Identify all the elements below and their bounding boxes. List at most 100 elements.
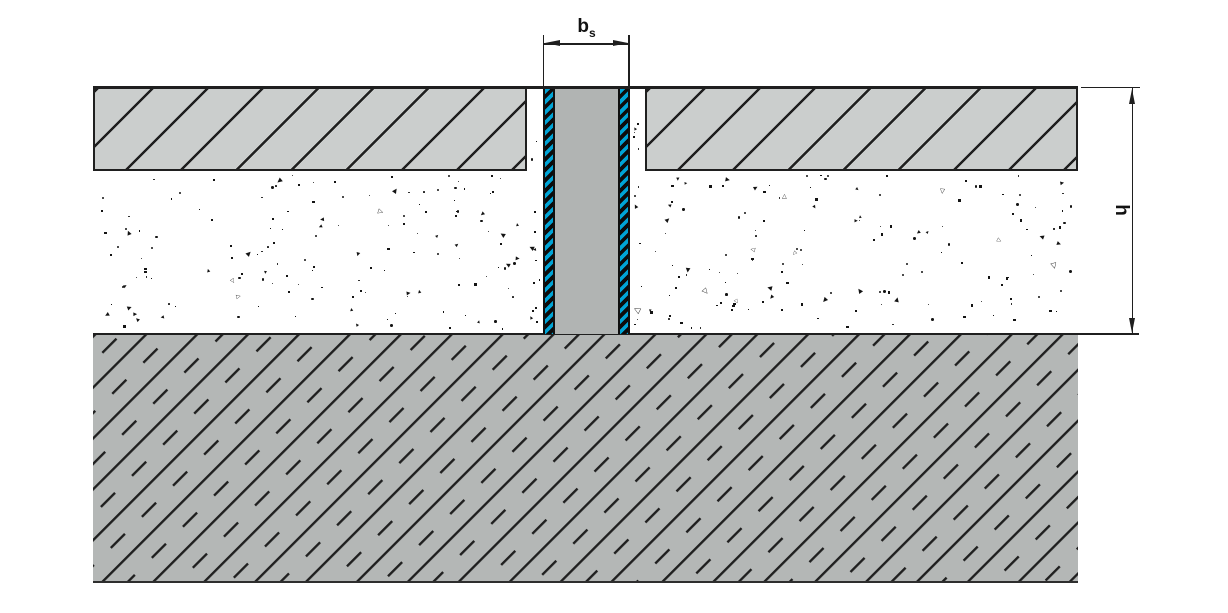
stipple-triangle: ▲	[389, 184, 402, 197]
stipple-dot	[423, 191, 425, 193]
stipple-dot	[261, 197, 263, 199]
stipple-triangle: ▲	[120, 282, 129, 291]
stipple-dot	[1037, 295, 1040, 299]
stipple-dot	[731, 308, 734, 311]
stipple-dot	[719, 272, 721, 274]
stipple-dot	[685, 274, 688, 276]
stipple-triangle: ▲	[891, 294, 902, 305]
stipple-triangle: △	[375, 208, 385, 216]
stipple-dot	[199, 208, 201, 210]
stipple-dot	[312, 266, 316, 269]
stipple-dot	[390, 175, 393, 178]
h-dimension-label: h	[1111, 204, 1132, 216]
stipple-triangle: ▲	[661, 213, 674, 226]
stipple-dot	[786, 281, 789, 285]
stipple-dot	[801, 264, 803, 266]
stipple-dot	[829, 291, 832, 294]
stipple-dot	[449, 327, 451, 329]
stipple-dot	[258, 306, 260, 308]
stipple-dot	[655, 250, 657, 252]
stipple-dot	[671, 200, 674, 203]
stipple-dot	[424, 211, 427, 214]
stipple-dot	[887, 290, 891, 294]
stipple-dot	[237, 315, 240, 319]
stipple-triangle: ▲	[852, 185, 861, 193]
bs-dimension-line	[544, 43, 629, 45]
stipple-triangle: ▲	[159, 313, 167, 321]
stipple-triangle: ▲	[722, 175, 733, 185]
stipple-dot	[494, 320, 497, 323]
stipple-dot	[531, 310, 534, 312]
stipple-dot	[128, 215, 130, 217]
stipple-dot	[370, 266, 373, 270]
stipple-dot	[720, 302, 723, 305]
stipple-dot	[174, 305, 177, 308]
stipple-dot	[155, 235, 158, 239]
stipple-dot	[880, 233, 884, 236]
stipple-dot	[639, 242, 641, 245]
stipple-dot	[677, 276, 680, 279]
stipple-dot	[455, 214, 457, 217]
bs-label-subscript: s	[588, 25, 596, 40]
stipple-dot	[931, 318, 935, 322]
stipple-dot	[456, 210, 458, 212]
stipple-dot	[238, 276, 241, 280]
stipple-triangle: ▲	[763, 283, 775, 294]
stipple-dot	[536, 321, 539, 324]
stipple-dot	[755, 235, 757, 237]
stipple-dot	[940, 252, 942, 253]
stipple-triangle: ▲	[416, 288, 423, 296]
stipple-triangle: ▲	[496, 228, 509, 241]
stipple-dot	[960, 262, 963, 265]
stipple-dot	[882, 290, 886, 293]
stipple-dot	[448, 175, 451, 177]
stipple-dot	[1012, 213, 1014, 215]
stipple-dot	[1026, 228, 1028, 231]
stipple-dot	[500, 178, 502, 180]
stipple-dot	[261, 278, 265, 281]
stipple-dot	[389, 323, 393, 327]
stipple-dot	[633, 195, 636, 198]
stipple-dot	[814, 197, 818, 201]
stipple-dot	[480, 219, 483, 222]
stipple-dot	[879, 226, 881, 228]
stipple-dot	[636, 318, 638, 320]
stipple-dot	[256, 253, 259, 256]
stipple-dot	[364, 292, 366, 294]
stipple-dot	[533, 282, 536, 285]
stipple-dot	[906, 262, 908, 265]
stipple-dot	[1062, 193, 1064, 195]
stipple-dot	[878, 194, 881, 196]
stipple-dot	[490, 192, 492, 194]
stipple-dot	[846, 325, 849, 329]
stipple-dot	[1068, 270, 1072, 274]
stipple-dot	[387, 224, 389, 226]
stipple-dot	[674, 286, 678, 290]
stipple-triangle: ▲	[674, 175, 681, 182]
stipple-dot	[341, 195, 345, 198]
stipple-dot	[1009, 297, 1013, 301]
stipple-dot	[796, 247, 799, 250]
stipple-dot	[640, 285, 642, 287]
stipple-dot	[737, 216, 741, 219]
stipple-dot	[855, 310, 858, 313]
stipple-dot	[275, 185, 277, 187]
stipple-triangle: ▲	[914, 227, 924, 236]
stipple-dot	[458, 181, 459, 183]
stipple-dot	[941, 225, 944, 228]
stipple-triangle: △	[791, 249, 799, 257]
stipple-triangle: △	[781, 192, 787, 200]
stipple-dot	[101, 210, 104, 212]
stipple-dot	[762, 219, 765, 223]
stipple-dot	[138, 230, 141, 232]
stipple-dot	[725, 281, 727, 283]
stipple-dot	[261, 251, 263, 253]
stipple-dot	[530, 158, 534, 161]
stipple-dot	[987, 276, 991, 279]
stipple-dot	[294, 315, 297, 318]
stipple-triangle: ▲	[648, 308, 653, 314]
stipple-dot	[417, 232, 419, 234]
stipple-dot	[314, 234, 318, 238]
stipple-dot	[276, 263, 279, 265]
stipple-dot	[287, 210, 289, 213]
